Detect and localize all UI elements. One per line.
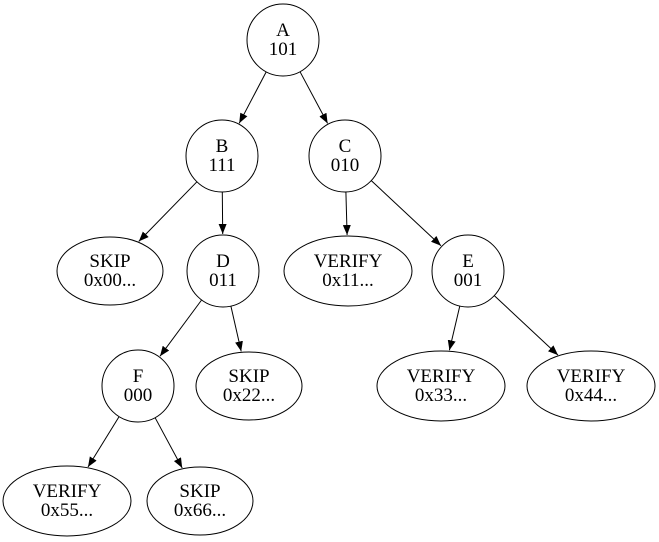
node-v55-ellipse xyxy=(2,465,132,537)
nodes-layer: A101B111C010SKIP0x00...D011VERIFY0x11...… xyxy=(2,3,656,537)
node-v11: VERIFY0x11... xyxy=(283,235,413,307)
node-v33-label-line2: 0x33... xyxy=(415,385,467,406)
edge-A-C xyxy=(299,71,329,124)
node-skip00-label-line1: SKIP xyxy=(89,251,130,272)
edge-C-v11 xyxy=(342,191,351,236)
edge-D-skip22 xyxy=(230,305,243,352)
edge-F-v55 xyxy=(87,416,120,468)
node-C-label-line1: C xyxy=(339,136,352,157)
node-B-label-line1: B xyxy=(216,136,229,157)
node-skip22: SKIP0x22... xyxy=(195,351,303,421)
node-F-label-line1: F xyxy=(133,366,144,387)
node-v44-label-line2: 0x44... xyxy=(565,385,617,406)
node-v11-ellipse xyxy=(283,235,413,307)
node-skip00-ellipse xyxy=(56,236,164,306)
node-v44-label-line1: VERIFY xyxy=(557,366,626,387)
node-v44: VERIFY0x44... xyxy=(526,350,656,422)
node-v44-ellipse xyxy=(526,350,656,422)
node-skip66-label-line1: SKIP xyxy=(179,481,220,502)
node-B-label-line2: 111 xyxy=(208,155,235,176)
node-v55-label-line2: 0x55... xyxy=(41,500,93,521)
node-C-label-line2: 010 xyxy=(331,155,360,176)
node-v11-label-line2: 0x11... xyxy=(322,270,374,291)
node-v33-label-line1: VERIFY xyxy=(407,366,476,387)
node-skip22-label-line1: SKIP xyxy=(228,366,269,387)
node-v11-label-line1: VERIFY xyxy=(314,251,383,272)
node-D-circle xyxy=(186,234,260,308)
node-v55-label-line1: VERIFY xyxy=(33,481,102,502)
node-v33: VERIFY0x33... xyxy=(376,350,506,422)
edge-F-skip66 xyxy=(154,417,183,469)
node-F-label-line2: 000 xyxy=(124,385,153,406)
node-D-label-line1: D xyxy=(216,251,230,272)
node-F-circle xyxy=(101,349,175,423)
edge-B-skip00 xyxy=(138,181,198,242)
node-B-circle xyxy=(185,119,259,193)
node-v33-ellipse xyxy=(376,350,506,422)
node-skip22-ellipse xyxy=(195,351,303,421)
node-C-circle xyxy=(308,119,382,193)
edges-layer xyxy=(87,71,559,469)
node-skip00: SKIP0x00... xyxy=(56,236,164,306)
node-skip22-label-line2: 0x22... xyxy=(223,385,275,406)
node-A-label-line2: 101 xyxy=(269,39,298,60)
edge-D-F xyxy=(159,299,203,357)
node-E-circle xyxy=(431,234,505,308)
edge-C-E xyxy=(370,180,442,247)
node-skip66-label-line2: 0x66... xyxy=(174,500,226,521)
node-E-label-line2: 001 xyxy=(454,270,483,291)
node-A-label-line1: A xyxy=(276,20,290,41)
node-skip66-ellipse xyxy=(146,466,254,536)
node-skip66: SKIP0x66... xyxy=(146,466,254,536)
node-E-label-line1: E xyxy=(462,251,474,272)
node-A-circle xyxy=(246,3,320,77)
edge-A-B xyxy=(238,71,267,124)
node-D-label-line2: 011 xyxy=(209,270,237,291)
node-v55: VERIFY0x55... xyxy=(2,465,132,537)
node-skip00-label-line2: 0x00... xyxy=(84,270,136,291)
edge-E-v33 xyxy=(447,305,461,351)
edge-E-v44 xyxy=(493,295,559,356)
